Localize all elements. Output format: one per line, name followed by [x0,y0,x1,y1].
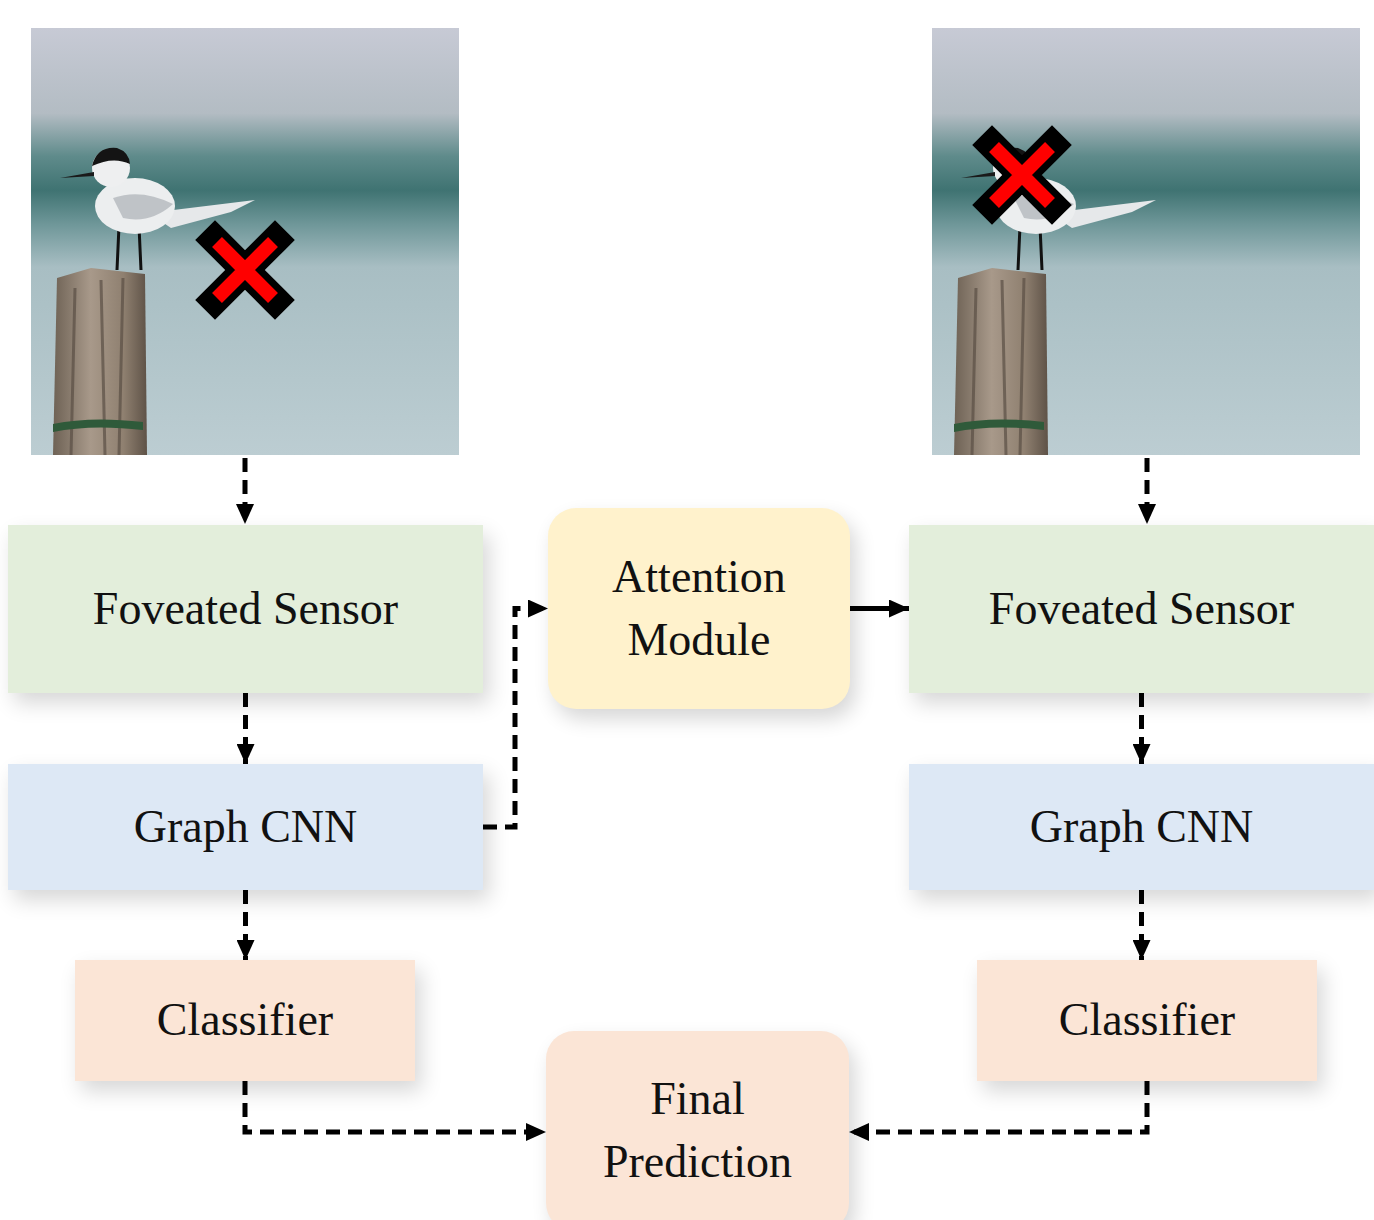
sensor-box: Foveated Sensor [8,525,483,693]
box-label: Classifier [1059,989,1235,1052]
flow-arrow [483,609,548,828]
box-label: Foveated Sensor [93,578,398,641]
fixation-cross [215,240,275,300]
box-label: Graph CNN [1030,796,1254,859]
gcnn-box: Graph CNN [909,764,1374,890]
flow-arrow [245,1081,546,1132]
classifier-box: Classifier [977,960,1317,1081]
box-label: Final Prediction [572,1068,823,1193]
flow-arrow [1139,693,1144,764]
box-label: Foveated Sensor [989,578,1294,641]
flow-arrow [1139,890,1144,960]
flow-arrow [849,1081,1147,1132]
image-arrow [243,458,248,524]
box-label: Classifier [157,989,333,1052]
fixation-cross [992,145,1052,205]
image-arrow [1145,458,1150,524]
gcnn-box: Graph CNN [8,764,483,890]
flow-arrow [243,890,248,960]
box-label: Attention Module [574,546,824,671]
sensor-box: Foveated Sensor [909,525,1374,693]
classifier-box: Classifier [75,960,415,1081]
box-label: Graph CNN [134,796,358,859]
attention-box: Attention Module [548,508,850,709]
flow-arrow [850,606,909,611]
prediction-box: Final Prediction [546,1031,849,1220]
flow-arrow [243,693,248,764]
bird-photo [932,28,1360,455]
bird-photo [31,28,459,455]
